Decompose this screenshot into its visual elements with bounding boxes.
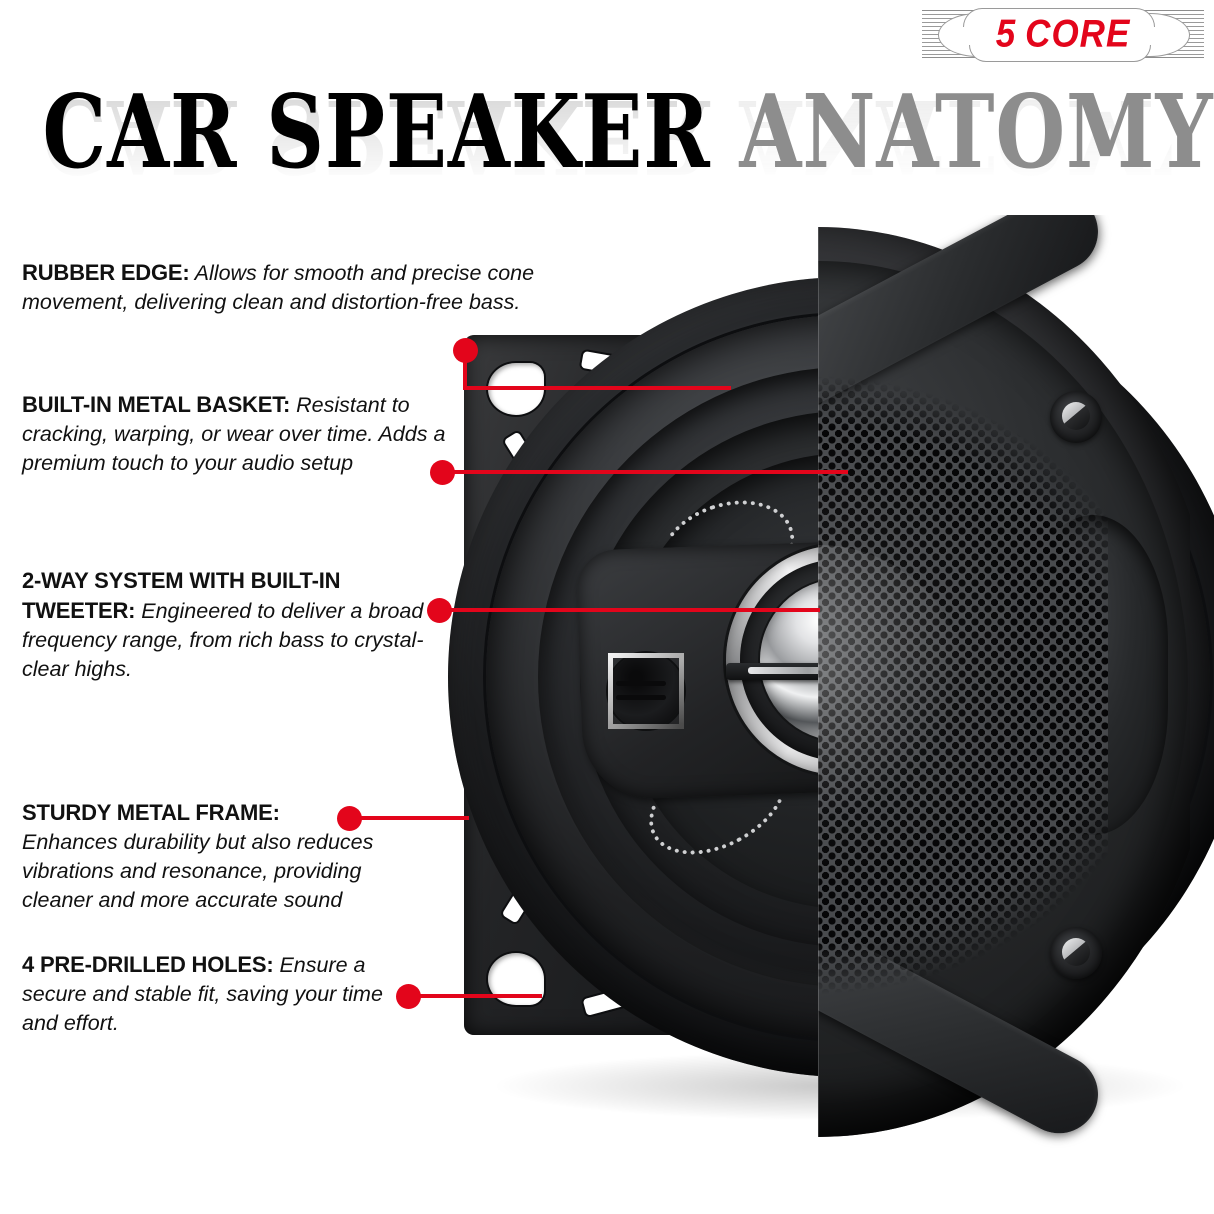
- logo-number: 5: [994, 10, 1017, 57]
- callout-heading: 4 PRE-DRILLED HOLES:: [22, 952, 274, 977]
- title-reflection: CAR SPEAKER ANATOMY: [42, 76, 1213, 195]
- callout-heading: STURDY METAL FRAME:: [22, 800, 280, 825]
- title-reflection-part-2: ANATOMY: [739, 76, 1214, 196]
- callout-rubber-edge: RUBBER EDGE: Allows for smooth and preci…: [22, 258, 612, 317]
- grille-half: [818, 215, 1190, 1150]
- tweeter-cross-bar-highlight: [748, 667, 868, 674]
- callout-predrilled-holes: 4 PRE-DRILLED HOLES: Ensure a secure and…: [22, 950, 412, 1038]
- callout-body: Allows for smooth and precise cone movem…: [22, 261, 535, 314]
- title-part-1: CAR SPEAKER: [42, 72, 740, 192]
- callout-leader-vertical: [463, 356, 467, 388]
- callout-body: Resistant to cracking, warping, or wear …: [22, 393, 446, 475]
- pole-vent-bar: [616, 681, 666, 686]
- pole-vent-hole: [608, 653, 684, 729]
- brand-logo: 5 CORE: [922, 7, 1204, 62]
- page-title: CAR SPEAKER ANATOMY CAR SPEAKER ANATOMY: [0, 76, 1214, 202]
- logo-word: CORE: [1024, 10, 1131, 57]
- callout-heading: 2-WAY SYSTEM WITH BUILT-IN TWEETER:: [22, 568, 341, 623]
- logo-badge-shape: [938, 8, 1190, 62]
- callout-body: Enhances durability but also reduces vib…: [22, 830, 374, 912]
- callout-two-way-system: 2-WAY SYSTEM WITH BUILT-IN TWEETER: Engi…: [22, 566, 442, 684]
- title-text: CAR SPEAKER ANATOMY: [42, 81, 1212, 183]
- callout-metal-frame: STURDY METAL FRAME: Enhances durability b…: [22, 798, 422, 915]
- callout-body: Engineered to deliver a broad frequency …: [22, 599, 424, 681]
- honeycomb-mesh: [818, 375, 1108, 995]
- callout-leader-metal-frame: [355, 816, 469, 820]
- callout-leader-two-way-system: [445, 608, 820, 612]
- pole-vent-bar: [616, 695, 666, 700]
- callout-leader-metal-basket: [448, 470, 848, 474]
- callout-heading: RUBBER EDGE:: [22, 260, 190, 285]
- cutaway-split-line: [818, 215, 819, 1150]
- callout-leader-predrilled-holes: [414, 994, 542, 998]
- grille-screw-hole: [1050, 927, 1102, 979]
- callout-leader-rubber-edge: [463, 386, 731, 390]
- logo-text: 5 CORE: [922, 7, 1204, 61]
- speaker-product-image: [430, 215, 1214, 1150]
- callout-body: Ensure a secure and stable fit, saving y…: [22, 953, 383, 1035]
- callout-metal-basket: BUILT-IN METAL BASKET: Resistant to crac…: [22, 390, 452, 478]
- callout-heading: BUILT-IN METAL BASKET:: [22, 392, 291, 417]
- title-part-2: ANATOMY: [739, 72, 1214, 192]
- grille-screw-hole: [1050, 391, 1102, 443]
- title-reflection-part-1: CAR SPEAKER: [42, 76, 740, 196]
